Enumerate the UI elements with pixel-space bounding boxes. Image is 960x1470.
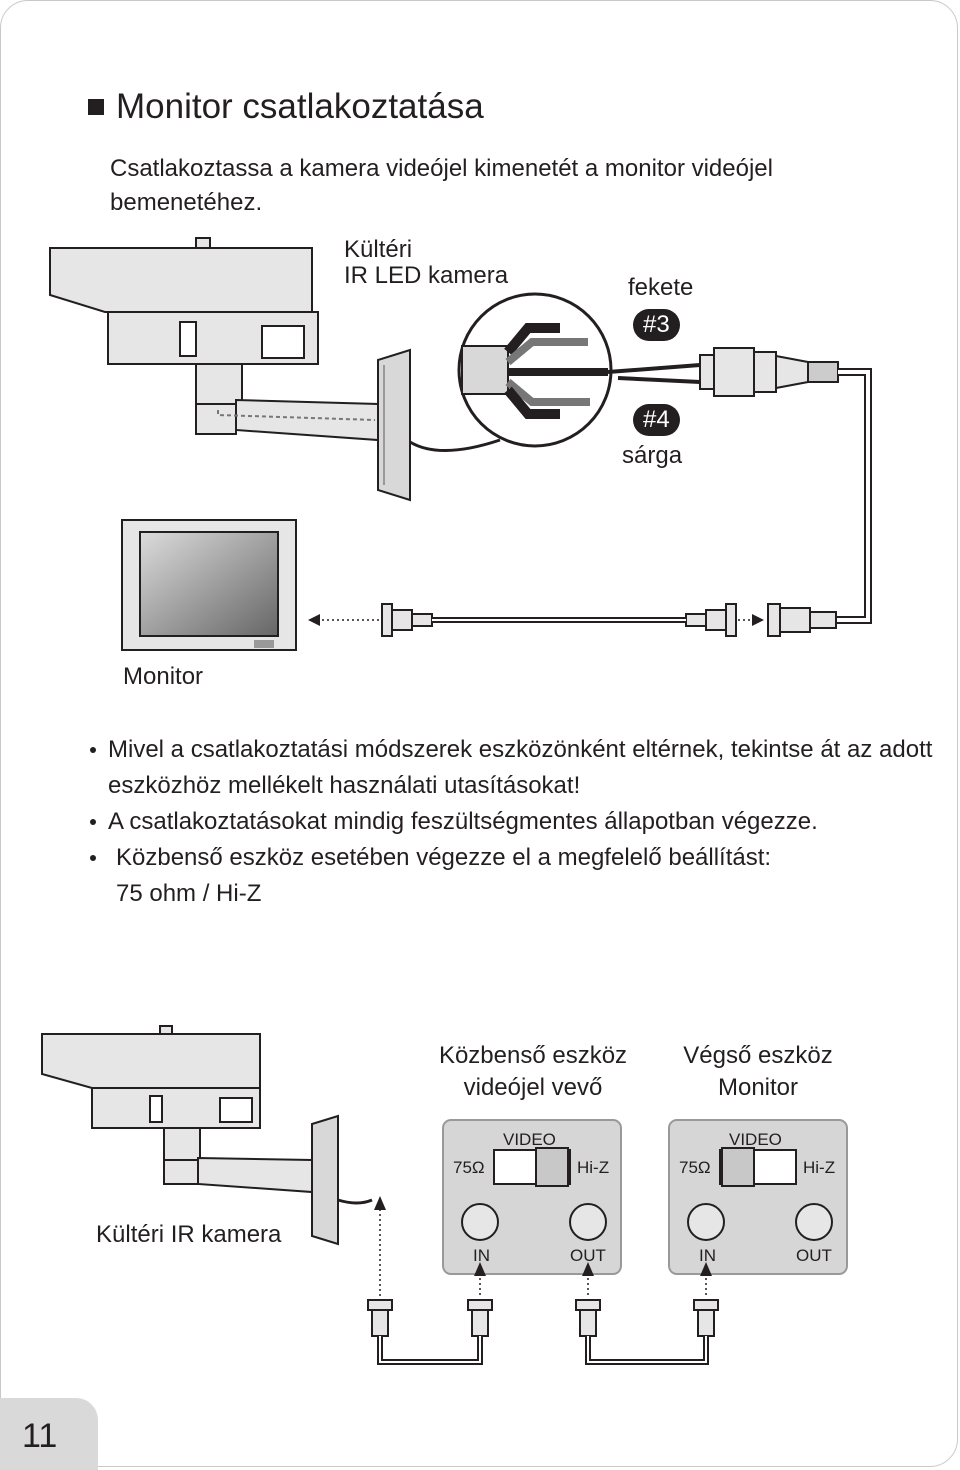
black-wire-badge: #3 (633, 309, 680, 341)
panel2-in-label: IN (699, 1246, 716, 1265)
camera-icon-2 (41, 1025, 339, 1246)
heading-square-icon (88, 99, 104, 115)
camera-icon (49, 237, 411, 502)
panel2-video-label: VIDEO (729, 1130, 782, 1149)
bnc-cable-icon (381, 603, 737, 637)
note-item: Mivel a csatlakoztatási módszerek eszköz… (86, 732, 956, 804)
cable-connector-icon (699, 347, 839, 397)
monitor-icon (121, 519, 297, 651)
page-number-tab (0, 1398, 98, 1470)
panel2-75-label: 75Ω (679, 1158, 711, 1177)
panel1-75-label: 75Ω (453, 1158, 485, 1177)
device1-title-line2: videójel vevő (463, 1074, 603, 1101)
intro-text: Csatlakoztassa a kamera videójel kimenet… (110, 155, 773, 216)
bnc-jack-icon (767, 603, 837, 637)
device-panel-1 (442, 1119, 622, 1275)
note-item: Közbenső eszköz esetében végezze el a me… (86, 840, 956, 876)
camera-label-line2: IR LED kamera (344, 262, 509, 289)
camera2-label: Kültéri IR kamera (96, 1221, 282, 1248)
monitor-label: Monitor (123, 663, 204, 690)
black-wire-label: fekete (628, 274, 694, 301)
section-heading: Monitor csatlakoztatása (88, 86, 484, 128)
notes-list: Mivel a csatlakoztatási módszerek eszköz… (86, 732, 956, 912)
panel1-hiz-label: Hi-Z (577, 1158, 610, 1177)
note-continuation: 75 ohm / Hi-Z (116, 880, 262, 907)
device2-title-line2: Monitor (717, 1074, 799, 1101)
device-panel-2 (668, 1119, 848, 1275)
panel2-hiz-label: Hi-Z (803, 1158, 836, 1177)
camera-label-line1: Kültéri (344, 236, 413, 263)
panel1-out-label: OUT (570, 1246, 606, 1265)
panel1-video-label: VIDEO (503, 1130, 556, 1149)
panel1-in-label: IN (473, 1246, 490, 1265)
panel2-out-label: OUT (796, 1246, 832, 1265)
bnc-cables-bottom (367, 1299, 719, 1337)
cable-zoom-icon (457, 292, 613, 448)
device1-title-line1: Közbenső eszköz (438, 1042, 628, 1069)
yellow-wire-label: sárga (622, 442, 683, 469)
yellow-wire-badge: #4 (633, 404, 680, 436)
note-item: A csatlakoztatásokat mindig feszültségme… (86, 804, 956, 840)
device2-title-line1: Végső eszköz (683, 1042, 833, 1069)
heading-text: Monitor csatlakoztatása (116, 87, 484, 126)
page-number: 11 (22, 1417, 58, 1455)
